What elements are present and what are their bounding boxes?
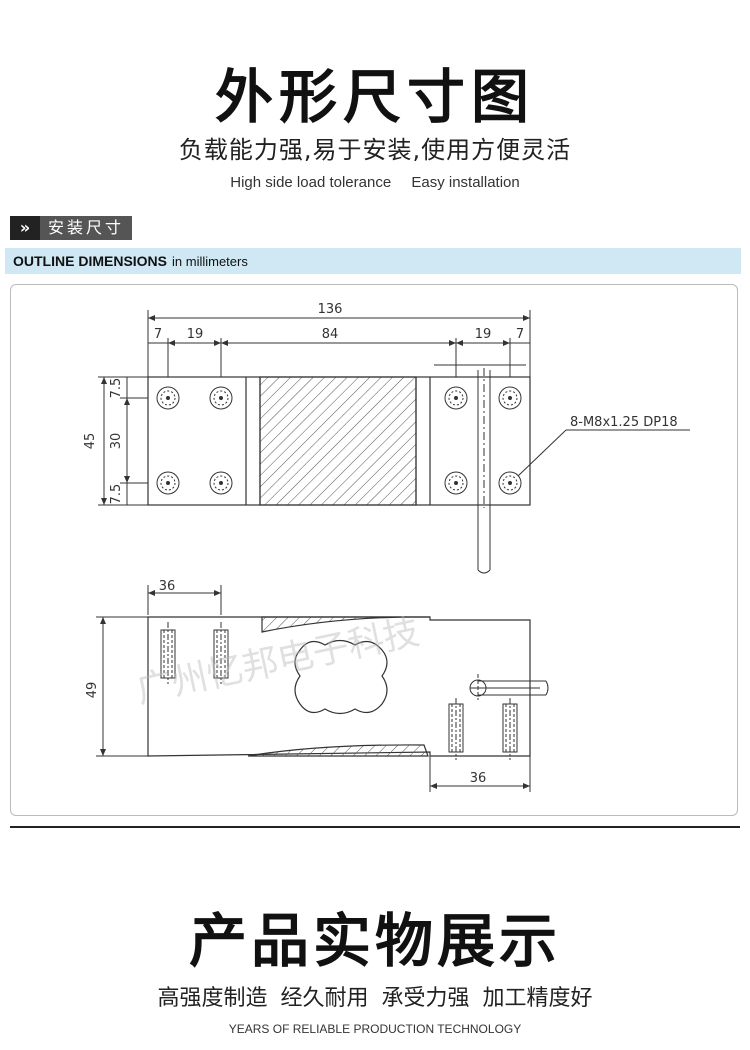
thread-spec-label: 8-M8x1.25 DP18 — [570, 415, 678, 430]
mounting-holes-top-view — [156, 386, 522, 495]
page-title: 外形尺寸图 — [214, 63, 535, 131]
dimension-labels-top: 136 7 19 84 19 7 — [154, 302, 524, 342]
dim-side-hole-span-top: 36 — [159, 579, 176, 594]
page-english-subtitle: High side load tolerance Easy installati… — [0, 174, 750, 191]
dimension-lines-side-bottom — [429, 756, 531, 792]
dim-height-total: 45 — [83, 433, 98, 450]
section-tag-label: 安装尺寸 — [40, 216, 133, 240]
section-divider — [10, 826, 740, 828]
dimension-lines-side-top — [147, 585, 222, 615]
dim-side-height: 49 — [85, 682, 100, 699]
english-feature-right: Easy installation — [411, 174, 520, 191]
dim-height-top: 7.5 — [109, 378, 124, 399]
feature-item: 承受力强 — [381, 986, 470, 1011]
page-subtitle: 负载能力强,易于安装,使用方便灵活 — [178, 136, 572, 164]
outline-dimensions-bar: OUTLINE DIMENSIONS in millimeters — [5, 248, 741, 274]
dim-height-bottom: 7.5 — [109, 484, 124, 505]
thread-callout — [517, 429, 690, 477]
top-view-body — [147, 376, 531, 506]
cable-side-view — [469, 674, 549, 700]
dimension-lines-top — [147, 310, 531, 378]
dimension-lines-left — [98, 376, 148, 506]
products-english-subtitle: YEARS OF RELIABLE PRODUCTION TECHNOLOGY — [228, 1022, 522, 1036]
feature-item: 经久耐用 — [280, 986, 369, 1011]
dim-side-hole-span-bottom: 36 — [470, 771, 487, 786]
feature-item: 高强度制造 — [157, 986, 268, 1011]
feature-item: 加工精度好 — [482, 986, 593, 1011]
dim-left-hole-pitch: 19 — [187, 327, 204, 342]
dimension-drawing: 136 7 19 84 19 7 45 7.5 30 7.5 — [83, 302, 690, 792]
dim-height-mid: 30 — [109, 433, 124, 450]
dim-total-length: 136 — [318, 302, 343, 317]
cable-top-view — [434, 364, 526, 574]
dim-left-edge: 7 — [154, 327, 162, 342]
threaded-holes-side — [160, 622, 518, 760]
hatched-sensor-area — [259, 376, 417, 506]
outline-bar-title: OUTLINE DIMENSIONS — [13, 253, 168, 269]
header-section: 外形尺寸图 负载能力强,易于安装,使用方便灵活 High side load t… — [0, 0, 750, 205]
side-hatch-top — [261, 616, 431, 633]
section-tag: » 安装尺寸 — [10, 216, 133, 240]
dimension-labels-left: 45 7.5 30 7.5 — [83, 378, 124, 505]
dim-right-hole-pitch: 19 — [475, 327, 492, 342]
double-chevron-icon: » — [10, 216, 40, 240]
sensor-cutout — [294, 639, 388, 715]
products-subtitle: 高强度制造 经久耐用 承受力强 加工精度好 — [0, 980, 750, 1012]
outline-bar-unit: in millimeters — [172, 253, 248, 269]
products-title: 产品实物展示 — [188, 907, 561, 975]
dim-middle: 84 — [322, 327, 339, 342]
dimension-lines-side-left — [96, 616, 148, 757]
english-feature-left: High side load tolerance — [230, 174, 392, 191]
dim-right-edge: 7 — [516, 327, 524, 342]
side-hatch-bottom — [247, 744, 429, 757]
